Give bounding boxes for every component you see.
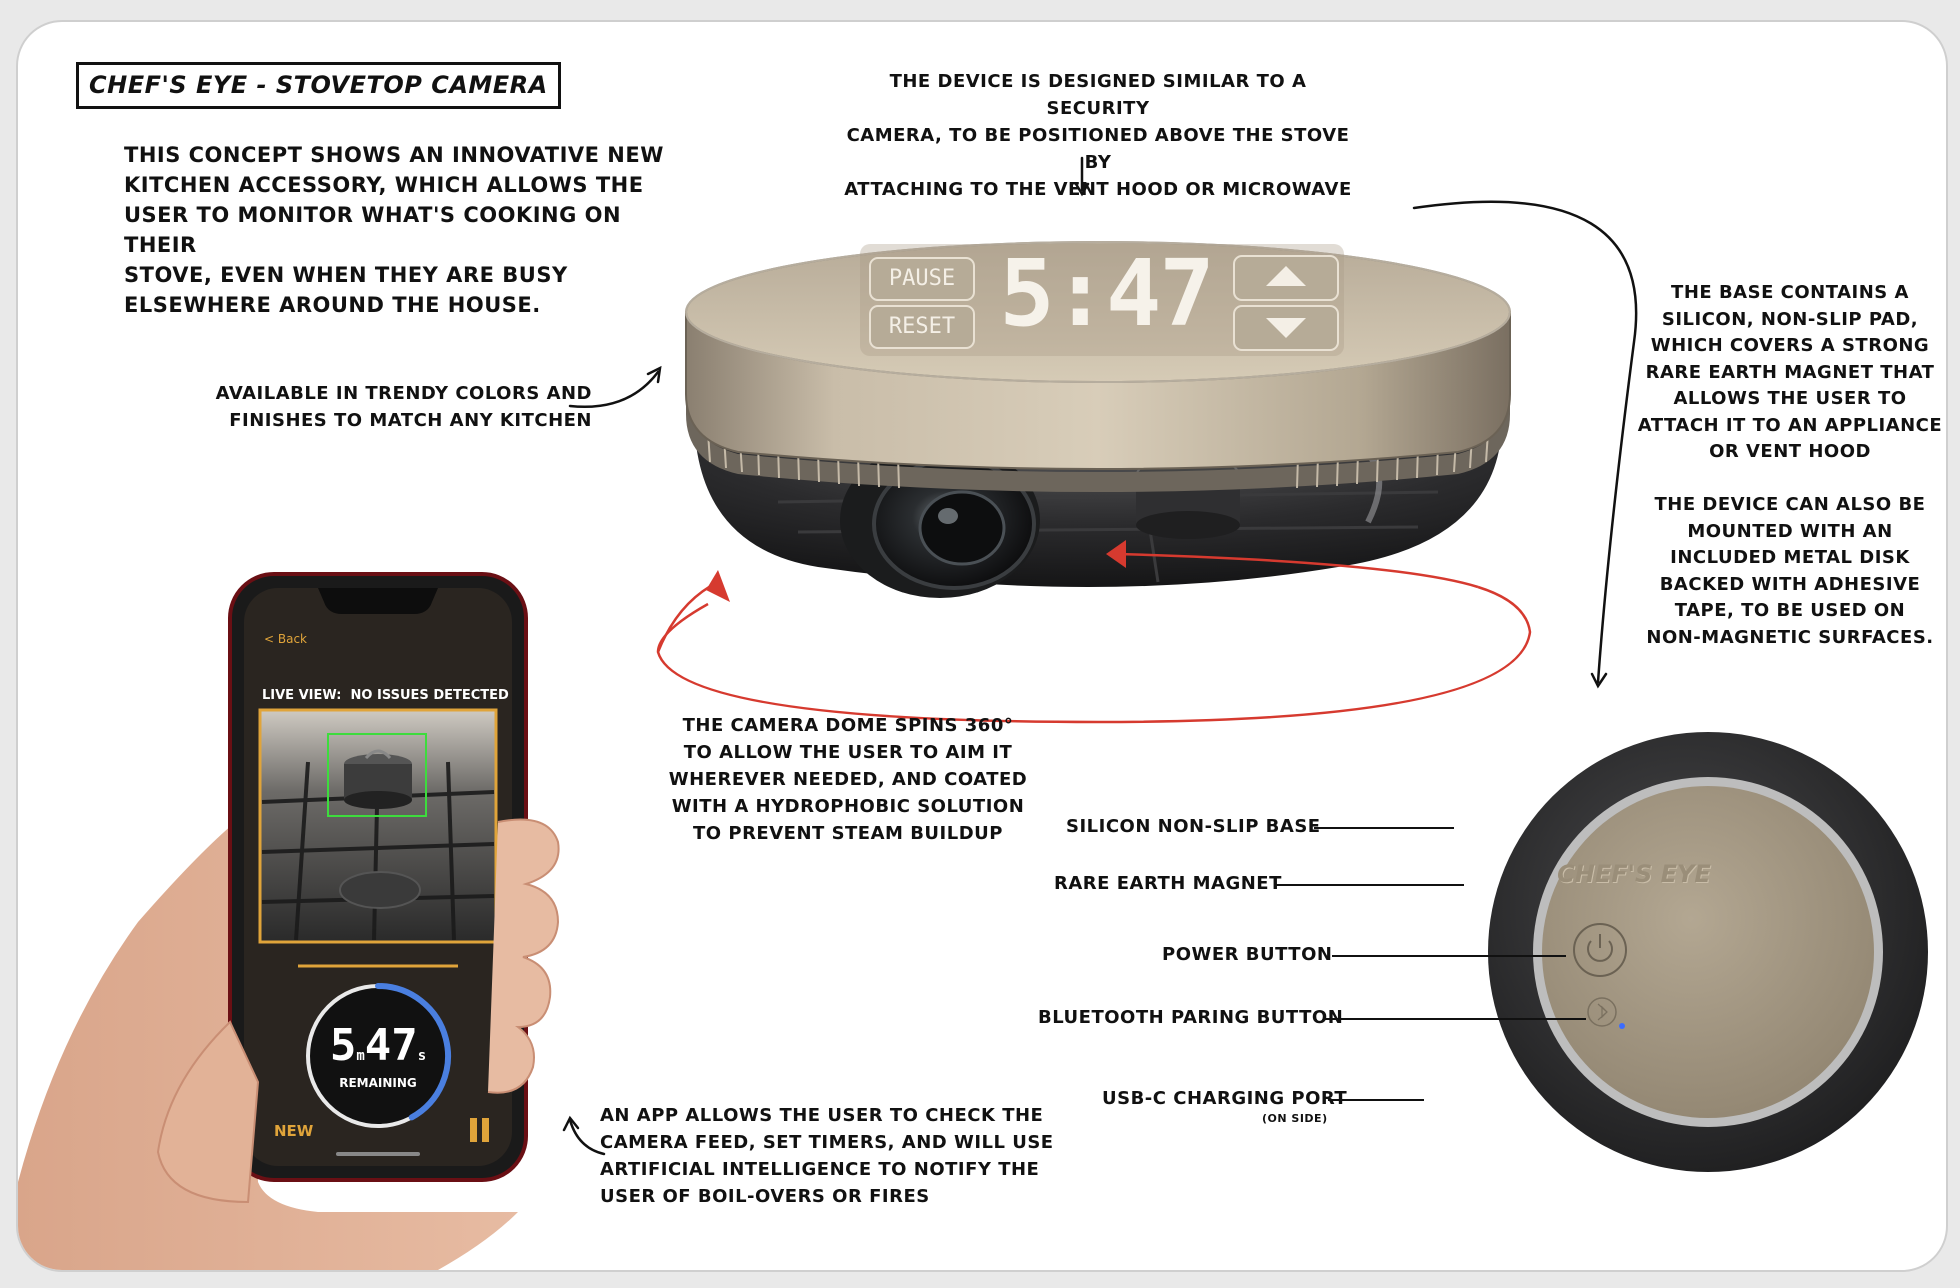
illustration-layer <box>18 156 1928 1270</box>
hand-thumb <box>156 1020 260 1204</box>
app-timer-seconds: 47 <box>364 1020 418 1071</box>
page-title: Chef's Eye - Stovetop Camera <box>76 62 561 109</box>
app-timer-seconds-unit: s <box>417 1048 427 1064</box>
label-usb: USB-C charging port <box>1102 1088 1348 1109</box>
base-brand-text: Chef's Eye <box>1557 860 1711 888</box>
app-timer-minutes: 5 <box>329 1020 357 1071</box>
rotation-arrowhead-left <box>706 570 730 602</box>
pause-button-label: Pause <box>888 266 956 291</box>
intro-text: This concept shows an innovative new kit… <box>124 143 664 317</box>
reset-button-frame <box>869 305 975 349</box>
base-leader-lines <box>1276 827 1586 1101</box>
label-pad: Silicon non-slip base <box>1066 816 1321 837</box>
power-button-icon <box>1573 923 1627 977</box>
app-note: An app allows the user to check the came… <box>600 1105 1054 1207</box>
base-note: The base contains a silicon, non-slip pa… <box>1637 282 1943 462</box>
app-new-button[interactable]: New <box>274 1122 314 1140</box>
label-usb-sub: (on side) <box>1262 1112 1328 1125</box>
mounting-note: The device is designed similar to a secu… <box>844 71 1352 200</box>
app-pause-icon-bar2 <box>482 1118 489 1142</box>
colors-note: Available in trendy colors and finishes … <box>215 383 592 431</box>
hand <box>18 812 518 1270</box>
display-panel <box>860 244 1344 356</box>
pause-button-frame <box>869 257 975 301</box>
bluetooth-button-icon <box>1587 997 1617 1027</box>
up-arrow-icon <box>1266 266 1306 286</box>
knurled-ring <box>686 394 1510 492</box>
device-base <box>1488 732 1928 1172</box>
dome-note: The camera dome spins 360° to allow the … <box>668 715 1028 844</box>
rotation-arrowhead-right <box>1106 540 1126 568</box>
label-power: Power button <box>1162 944 1333 965</box>
app-pause-icon-bar1 <box>470 1118 477 1142</box>
bluetooth-led <box>1619 1023 1625 1029</box>
phone-notch <box>318 588 438 614</box>
app-status-text: Live View: No issues detected <box>262 688 509 703</box>
reset-button-label: Reset <box>888 314 956 339</box>
app-back-link[interactable]: < Back <box>264 632 308 646</box>
app-pause-button[interactable] <box>464 1112 496 1148</box>
label-magnet: Rare earth magnet <box>1054 873 1282 894</box>
stovetop-camera-device <box>656 241 1532 724</box>
label-bluetooth: Bluetooth paring button <box>1038 1007 1344 1028</box>
timer-progress-arc <box>375 983 451 1121</box>
hand-fingers <box>487 818 560 1094</box>
rotation-arrow-front <box>1117 552 1479 589</box>
down-arrow-icon <box>1266 318 1306 338</box>
timer-display: 5:47 <box>999 240 1215 347</box>
rotation-arrow-back <box>656 585 1532 724</box>
pointer-arrows <box>562 156 1638 1156</box>
phone-illustration <box>18 572 560 1270</box>
concept-board: Chef's Eye - Stovetop Camera This concep… <box>16 20 1948 1272</box>
metal-disk-note: The device can also be mounted with an i… <box>1646 494 1934 648</box>
app-timer-minutes-unit: m <box>356 1048 365 1064</box>
app-timer-readout: 5m47s <box>308 1020 448 1071</box>
detection-box <box>327 733 427 817</box>
app-timer-caption: Remaining <box>339 1076 417 1090</box>
